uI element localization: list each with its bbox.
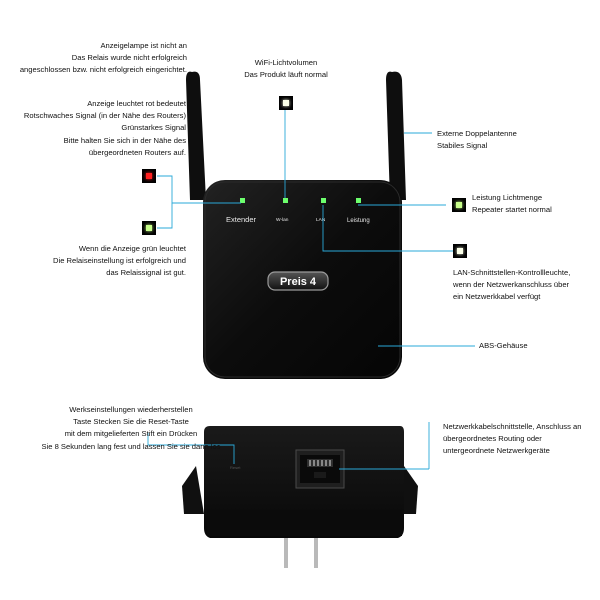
label-abs: ABS-Gehäuse: [479, 340, 528, 352]
label-indicator-green: Wenn die Anzeige grün leuchtet Die Relai…: [53, 243, 186, 280]
label-lan-line2: wenn der Netzwerkanschluss über: [453, 280, 570, 290]
label-antenna-line1: Externe Doppelantenne: [437, 129, 517, 138]
label-indicator-off: Anzeigelampe ist nicht an Das Relais wur…: [20, 40, 187, 77]
indicator-label-lan: LAN: [316, 217, 326, 223]
red-marker: [142, 169, 156, 183]
label-wifi-line1: WiFi-Lichtvolumen: [254, 58, 318, 67]
label-indicator-red-line3: Grünstarkes Signal: [121, 123, 186, 133]
label-lan: LAN-Schnittstellen-Kontrollleuchte, wenn…: [453, 267, 570, 304]
label-power-line2: Repeater startet normal: [472, 205, 552, 215]
indicator-label-power: Leistung: [347, 218, 370, 224]
label-reset-line1: Werkseinstellungen wiederherstellen: [69, 405, 193, 414]
label-wifi-line2: Das Produkt läuft normal: [244, 70, 328, 80]
label-port-line2: übergeordnetes Routing oder: [443, 434, 542, 444]
label-indicator-green-line3: das Relaissignal ist gut.: [106, 268, 186, 278]
label-reset-line2: Taste Stecken Sie die Reset-Taste: [73, 417, 189, 427]
label-indicator-off-line2: Das Relais wurde nicht erfolgreich: [71, 53, 187, 63]
callout-lines: [147, 109, 475, 470]
label-indicator-red-line4: Bitte halten Sie sich in der Nähe des: [63, 135, 186, 145]
device-bottom-view: Reset: [182, 426, 418, 568]
label-indicator-red-line5: übergeordneten Routers auf.: [88, 147, 186, 157]
indicator-label-group: Extender W-lan LAN Leistung: [226, 215, 370, 224]
power-led: [356, 198, 361, 203]
label-indicator-green-line2: Die Relaiseinstellung ist erfolgreich un…: [53, 256, 186, 266]
label-lan-line1: LAN-Schnittstellen-Kontrollleuchte,: [453, 268, 571, 277]
plug-prong-right: [314, 538, 318, 568]
label-power-line1: Leistung Lichtmenge: [472, 193, 543, 202]
right-antenna: [386, 71, 406, 201]
indicator-leds: [240, 198, 361, 203]
reset-hole-text: Reset: [230, 465, 241, 470]
label-abs-line1: ABS-Gehäuse: [479, 341, 528, 350]
indicator-label-extender: Extender: [226, 215, 257, 224]
indicator-label-wlan: W-lan: [276, 217, 289, 223]
wifi-marker: [279, 96, 293, 110]
label-port-line3: untergeordnete Netzwerkgeräte: [443, 446, 550, 456]
label-indicator-off-line3: angeschlossen bzw. nicht erfolgreich ein…: [19, 65, 187, 75]
label-lan-line3: ein Netzwerkkabel verfügt: [453, 292, 541, 302]
label-indicator-off-line1: Anzeigelampe ist nicht an: [100, 41, 187, 50]
left-antenna: [186, 71, 206, 201]
label-indicator-green-line1: Wenn die Anzeige grün leuchtet: [78, 244, 186, 253]
price-badge-text: Preis 4: [280, 276, 317, 288]
label-reset-line4: Sie 8 Sekunden lang fest und lassen Sie …: [41, 441, 221, 451]
lan-marker: [453, 244, 467, 258]
label-wifi: WiFi-Lichtvolumen Das Produkt läuft norm…: [236, 57, 336, 81]
label-reset: Werkseinstellungen wiederherstellen Tast…: [0, 404, 262, 453]
label-antenna: Externe Doppelantenne Stabiles Signal: [437, 128, 517, 152]
label-indicator-red: Anzeige leuchtet rot bedeutet Rotschwach…: [24, 98, 186, 159]
label-reset-line3: mit dem mitgelieferten Stift ein Drücken: [64, 429, 198, 439]
price-badge: Preis 4: [267, 271, 329, 291]
label-antenna-line2: Stabiles Signal: [437, 141, 488, 151]
ethernet-port: [295, 449, 345, 489]
label-indicator-red-line1: Anzeige leuchtet rot bedeutet: [87, 99, 186, 108]
label-port-line1: Netzwerkkabelschnittstelle, Anschluss an: [443, 422, 582, 431]
label-power: Leistung Lichtmenge Repeater startet nor…: [472, 192, 552, 216]
label-port: Netzwerkkabelschnittstelle, Anschluss an…: [443, 421, 581, 458]
label-indicator-red-line2: Rotschwaches Signal (in der Nähe des Rou…: [23, 111, 186, 121]
green-marker: [142, 221, 156, 235]
power-marker: [452, 198, 466, 212]
extender-led: [240, 198, 245, 203]
plug-prong-left: [284, 538, 288, 568]
wlan-led: [283, 198, 288, 203]
lan-led: [321, 198, 326, 203]
